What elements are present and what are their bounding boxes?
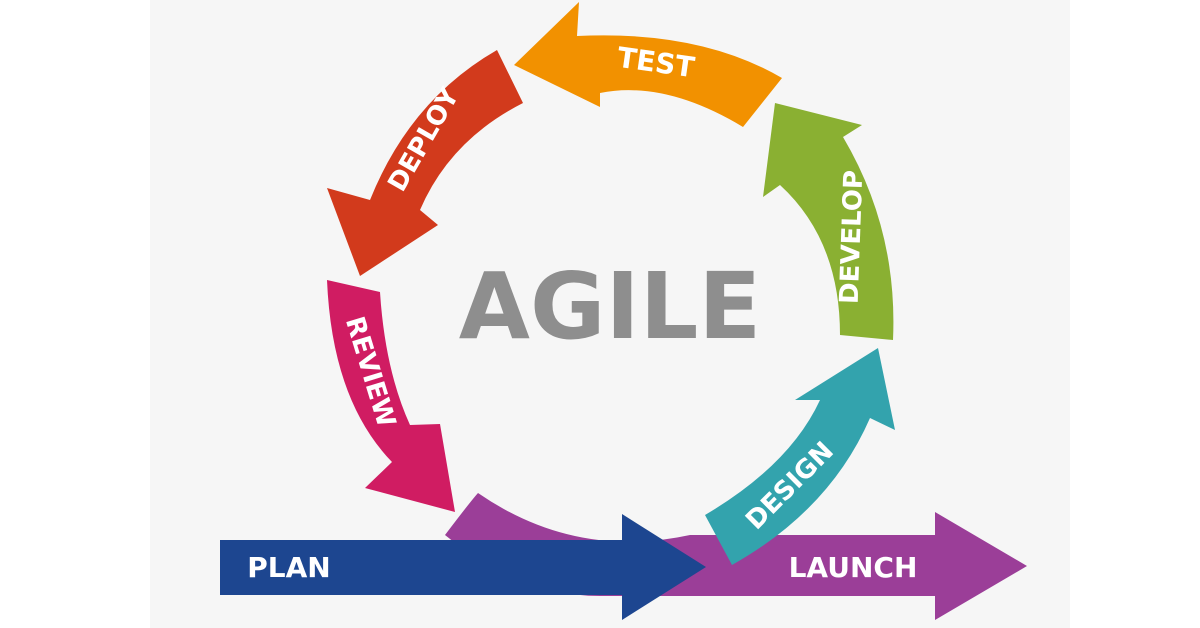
- review-arrow: [327, 280, 455, 512]
- develop-label: DEVELOP: [835, 170, 870, 305]
- center-title: AGILE: [459, 253, 761, 360]
- launch-label: LAUNCH: [789, 551, 918, 584]
- plan-arrow: [220, 514, 706, 620]
- deploy-arrow: [327, 50, 523, 276]
- background-panel: [150, 0, 1070, 628]
- develop-arrow: [763, 103, 894, 340]
- test-arrow: [514, 2, 782, 127]
- design-arrow: [705, 348, 895, 565]
- plan-label: PLAN: [247, 551, 330, 584]
